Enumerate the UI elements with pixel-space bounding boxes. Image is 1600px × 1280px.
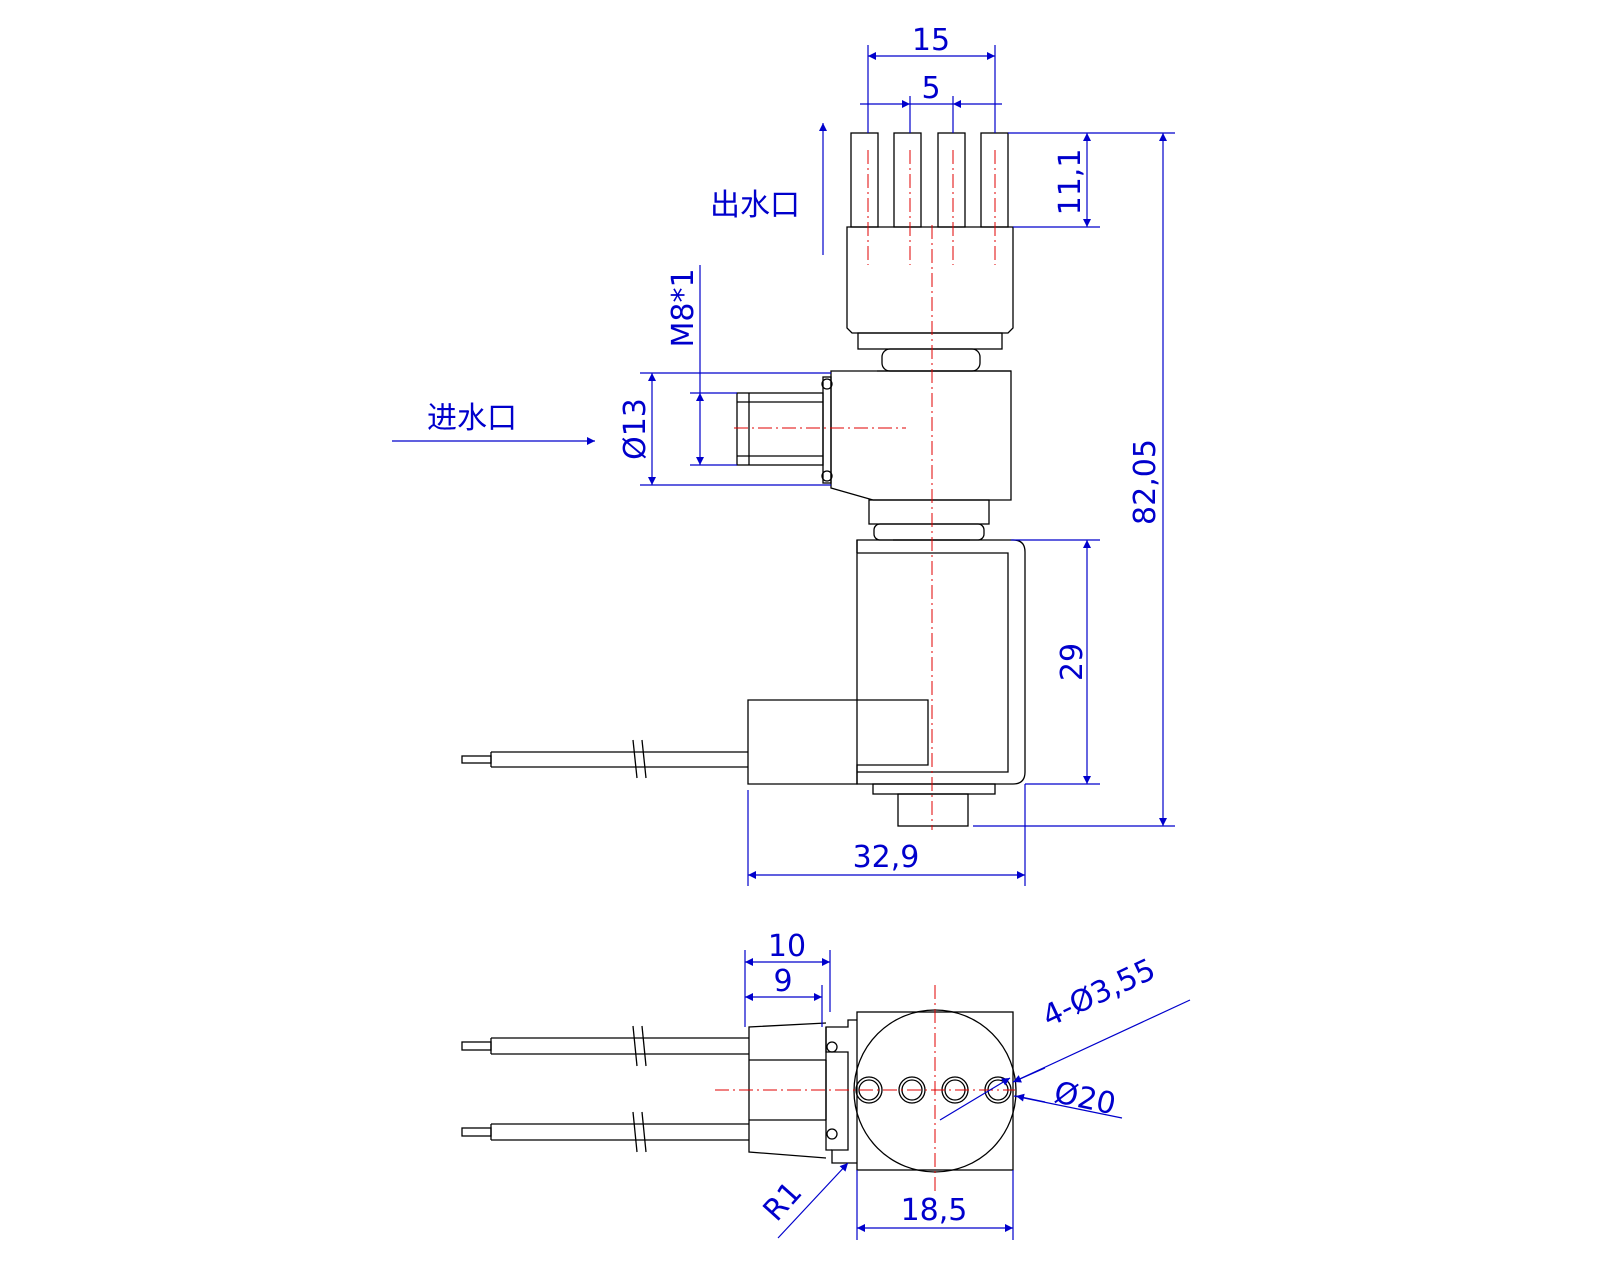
dim-pitch: 5 — [921, 71, 940, 106]
valve-body — [830, 370, 1012, 501]
coil-housing — [856, 539, 1026, 785]
dim-nozzle-length: 11,1 — [1053, 149, 1088, 216]
wires-bottom — [461, 1025, 749, 1153]
wire-connector — [747, 699, 929, 785]
bottom-dimensions: 10 9 4-Ø3,55 Ø20 R1 18,5 — [744, 929, 1191, 1240]
lower-nut — [868, 499, 990, 525]
label-outlet: 出水口 — [710, 188, 800, 223]
bottom-stem — [897, 793, 969, 827]
wire — [461, 739, 748, 779]
outlet-nut — [881, 348, 981, 372]
dim-body-width: 18,5 — [901, 1193, 968, 1228]
outlet-nozzles — [850, 132, 1009, 228]
dim-total-width: 32,9 — [853, 840, 920, 875]
dim-outlet-width: 15 — [912, 23, 950, 58]
dim-side-9: 9 — [773, 964, 792, 999]
dim-inlet-diameter: Ø13 — [618, 398, 653, 460]
lower-collar — [873, 523, 985, 541]
front-dimensions: 15 5 11,1 82,05 29 32,9 Ø13 — [392, 23, 1175, 886]
side-fitting — [825, 1019, 857, 1164]
inlet-thread — [736, 392, 824, 466]
inlet-hex-nut — [822, 376, 832, 484]
dim-coil-height: 29 — [1055, 643, 1090, 681]
bottom-plate — [872, 783, 996, 795]
label-inlet: 进水口 — [427, 401, 517, 436]
outlet-collar — [857, 332, 1003, 350]
dim-total-height: 82,05 — [1128, 439, 1163, 525]
bottom-view — [461, 985, 1017, 1195]
dim-thread: M8*1 — [666, 268, 701, 347]
dim-body-diameter: Ø20 — [1051, 1075, 1119, 1122]
front-view — [461, 132, 1026, 830]
dim-side-10: 10 — [768, 929, 806, 964]
dim-radius: R1 — [757, 1175, 810, 1228]
outlet-block — [846, 226, 1014, 334]
